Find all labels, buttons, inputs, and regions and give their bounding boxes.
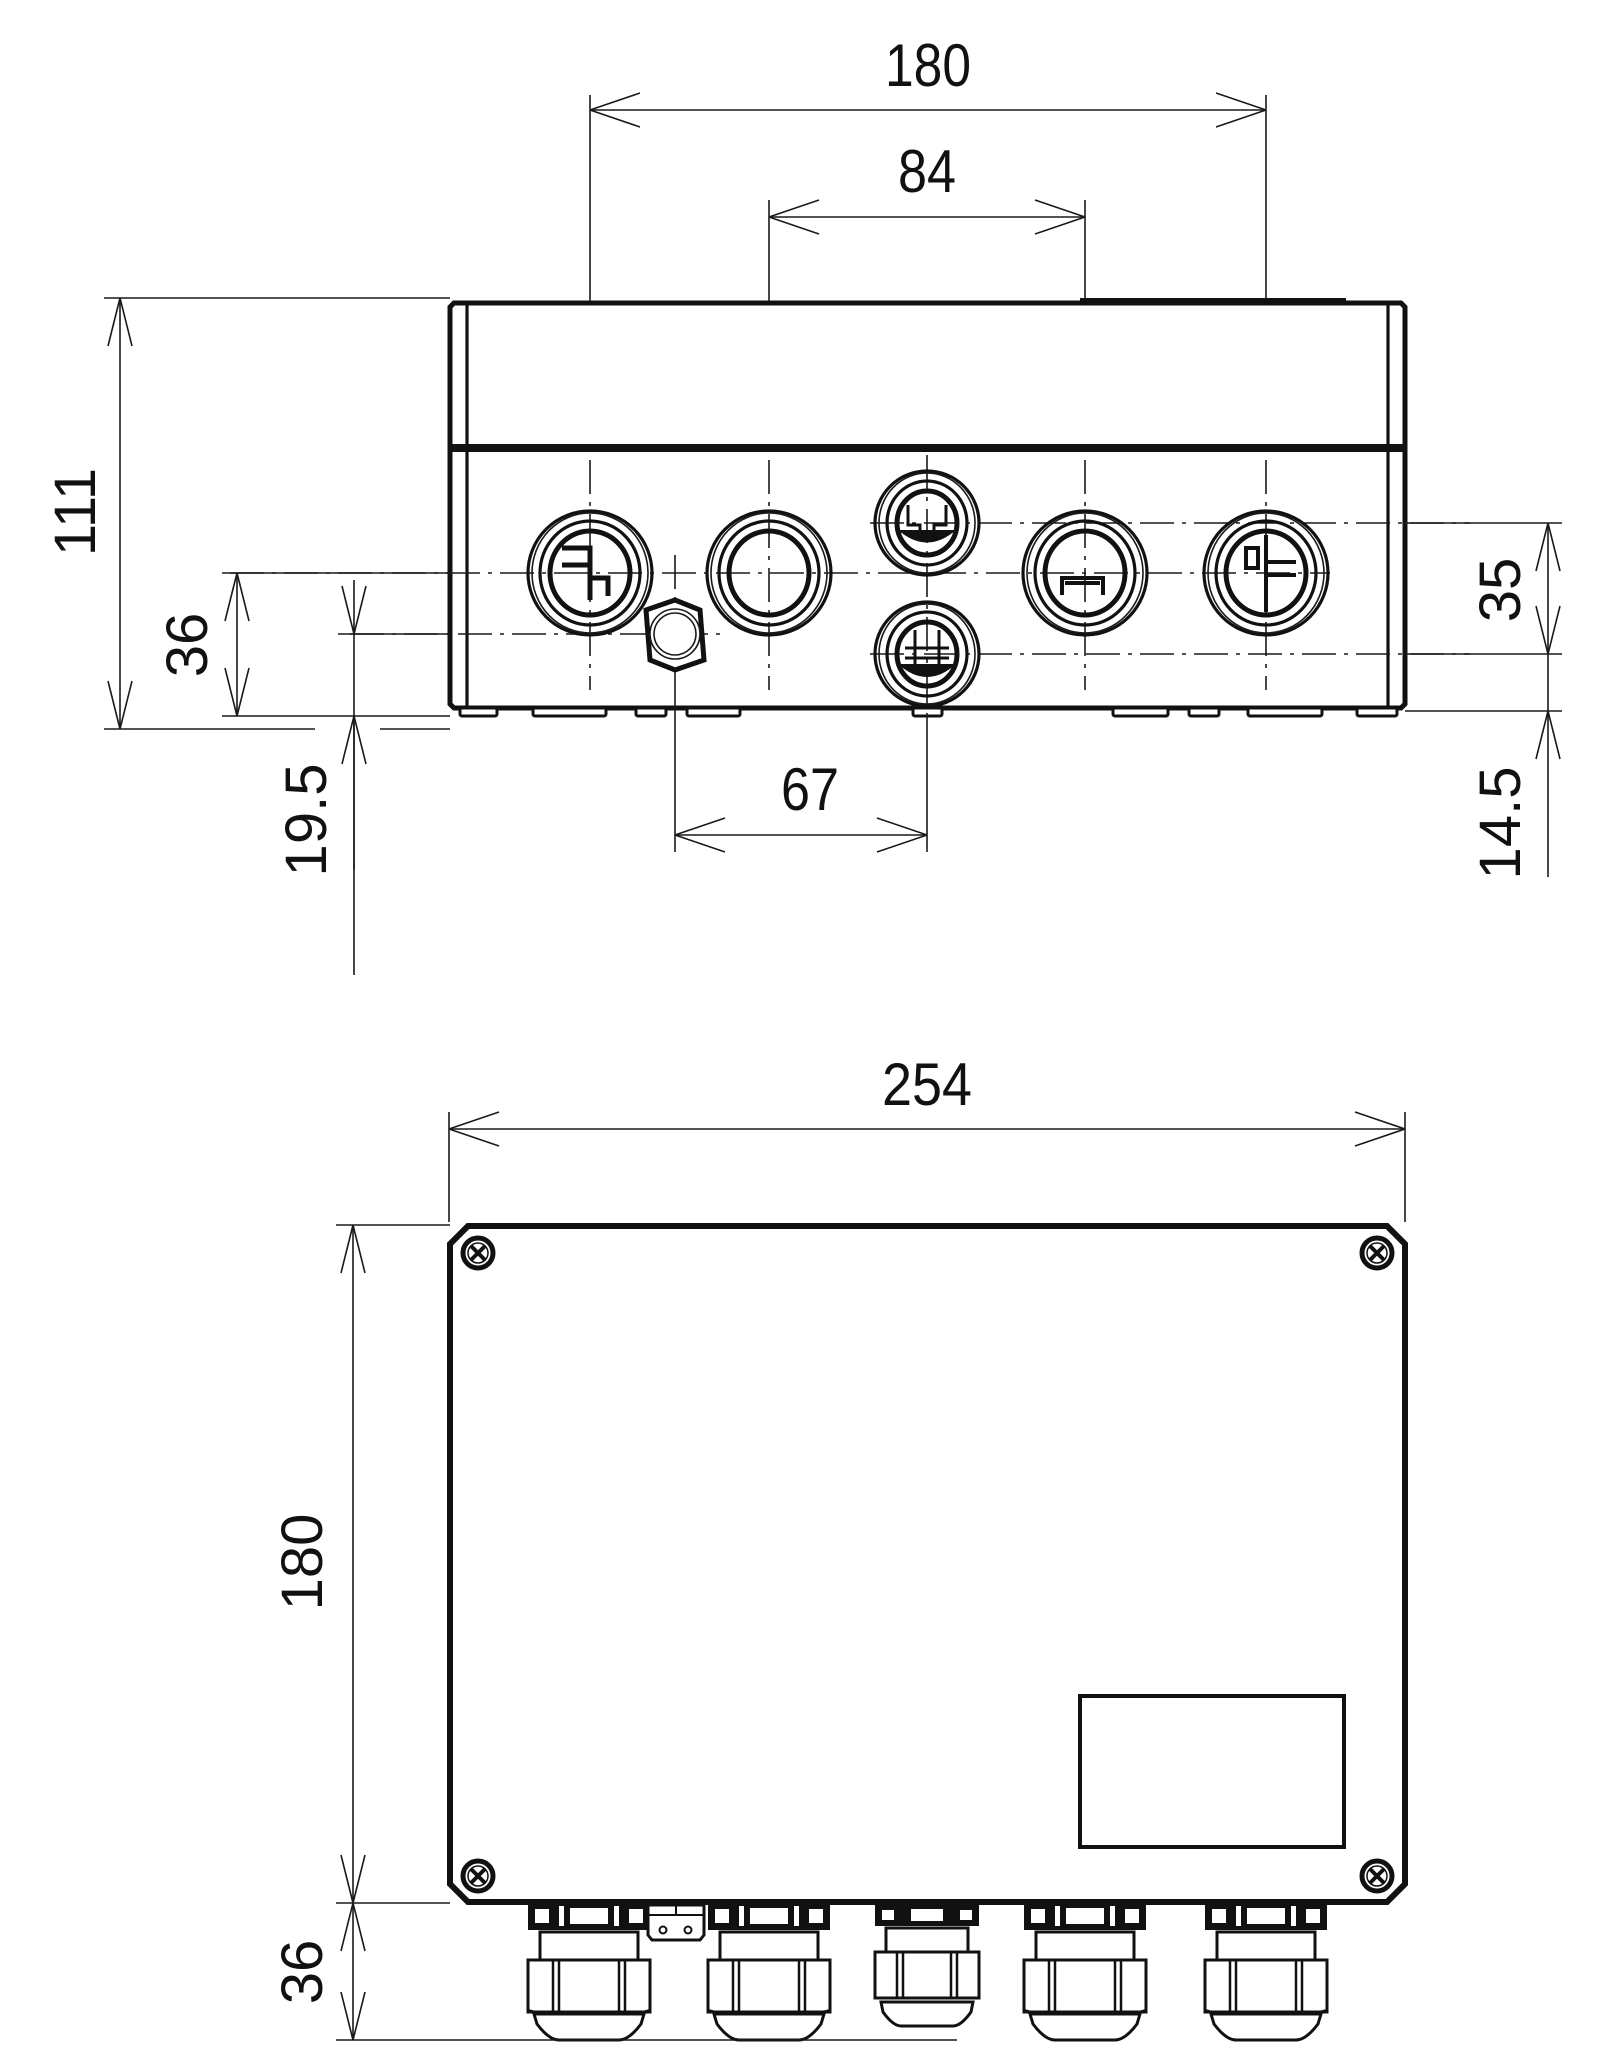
dim-36-side: 36: [155, 572, 450, 717]
cable-gland-4: [1023, 511, 1147, 635]
dim-label-36-side: 36: [155, 613, 220, 678]
cable-gland-1: [528, 511, 652, 635]
side-view: 180 84: [43, 32, 1562, 975]
top-view-gland-5: [1203, 1900, 1329, 2042]
enclosure-feet: [458, 706, 1399, 718]
dim-180-depth: 180: [270, 1224, 450, 1904]
dim-label-254: 254: [882, 1051, 972, 1118]
dim-label-35: 35: [1468, 558, 1533, 623]
lid-screw-top-left: [463, 1238, 493, 1268]
dim-67: 67: [674, 690, 928, 853]
dim-14-5: 14.5: [1468, 654, 1561, 880]
top-view: 254 180: [270, 1051, 1408, 2042]
top-view-gland-4: [1022, 1900, 1148, 2042]
dim-label-14-5: 14.5: [1468, 767, 1533, 880]
pressure-compensation-nut: [643, 597, 707, 673]
lid-screw-bottom-left: [463, 1861, 493, 1891]
dim-label-84: 84: [898, 138, 956, 205]
pressure-compensation-clip: [646, 1903, 706, 1942]
dim-label-111: 111: [43, 468, 108, 556]
cable-gland-3-bottom: [875, 602, 979, 706]
dim-84: 84: [768, 138, 1086, 235]
top-view-gland-2: [706, 1900, 832, 2042]
label-field: [1078, 1694, 1346, 1849]
cable-gland-3-top: [875, 471, 979, 575]
cable-gland-5: [1204, 511, 1328, 635]
dim-180-top: 180: [589, 32, 1267, 128]
dim-19-5: 19.5: [274, 580, 450, 975]
dim-35: 35: [1405, 522, 1562, 712]
dim-36-top: 36: [270, 1902, 957, 2041]
lid-screw-top-right: [1362, 1238, 1392, 1268]
dim-111: 111: [43, 297, 450, 730]
top-view-gland-3: [873, 1902, 981, 2028]
lid-screw-bottom-right: [1362, 1861, 1392, 1891]
cable-gland-2: [707, 511, 831, 635]
dim-label-180: 180: [885, 32, 971, 99]
dim-label-19-5: 19.5: [274, 764, 339, 877]
dim-label-67: 67: [781, 756, 839, 823]
dim-label-36-top: 36: [270, 1940, 335, 2005]
top-view-gland-1: [526, 1900, 652, 2042]
dim-254: 254: [448, 1051, 1406, 1222]
dim-label-180-depth: 180: [270, 1514, 335, 1611]
